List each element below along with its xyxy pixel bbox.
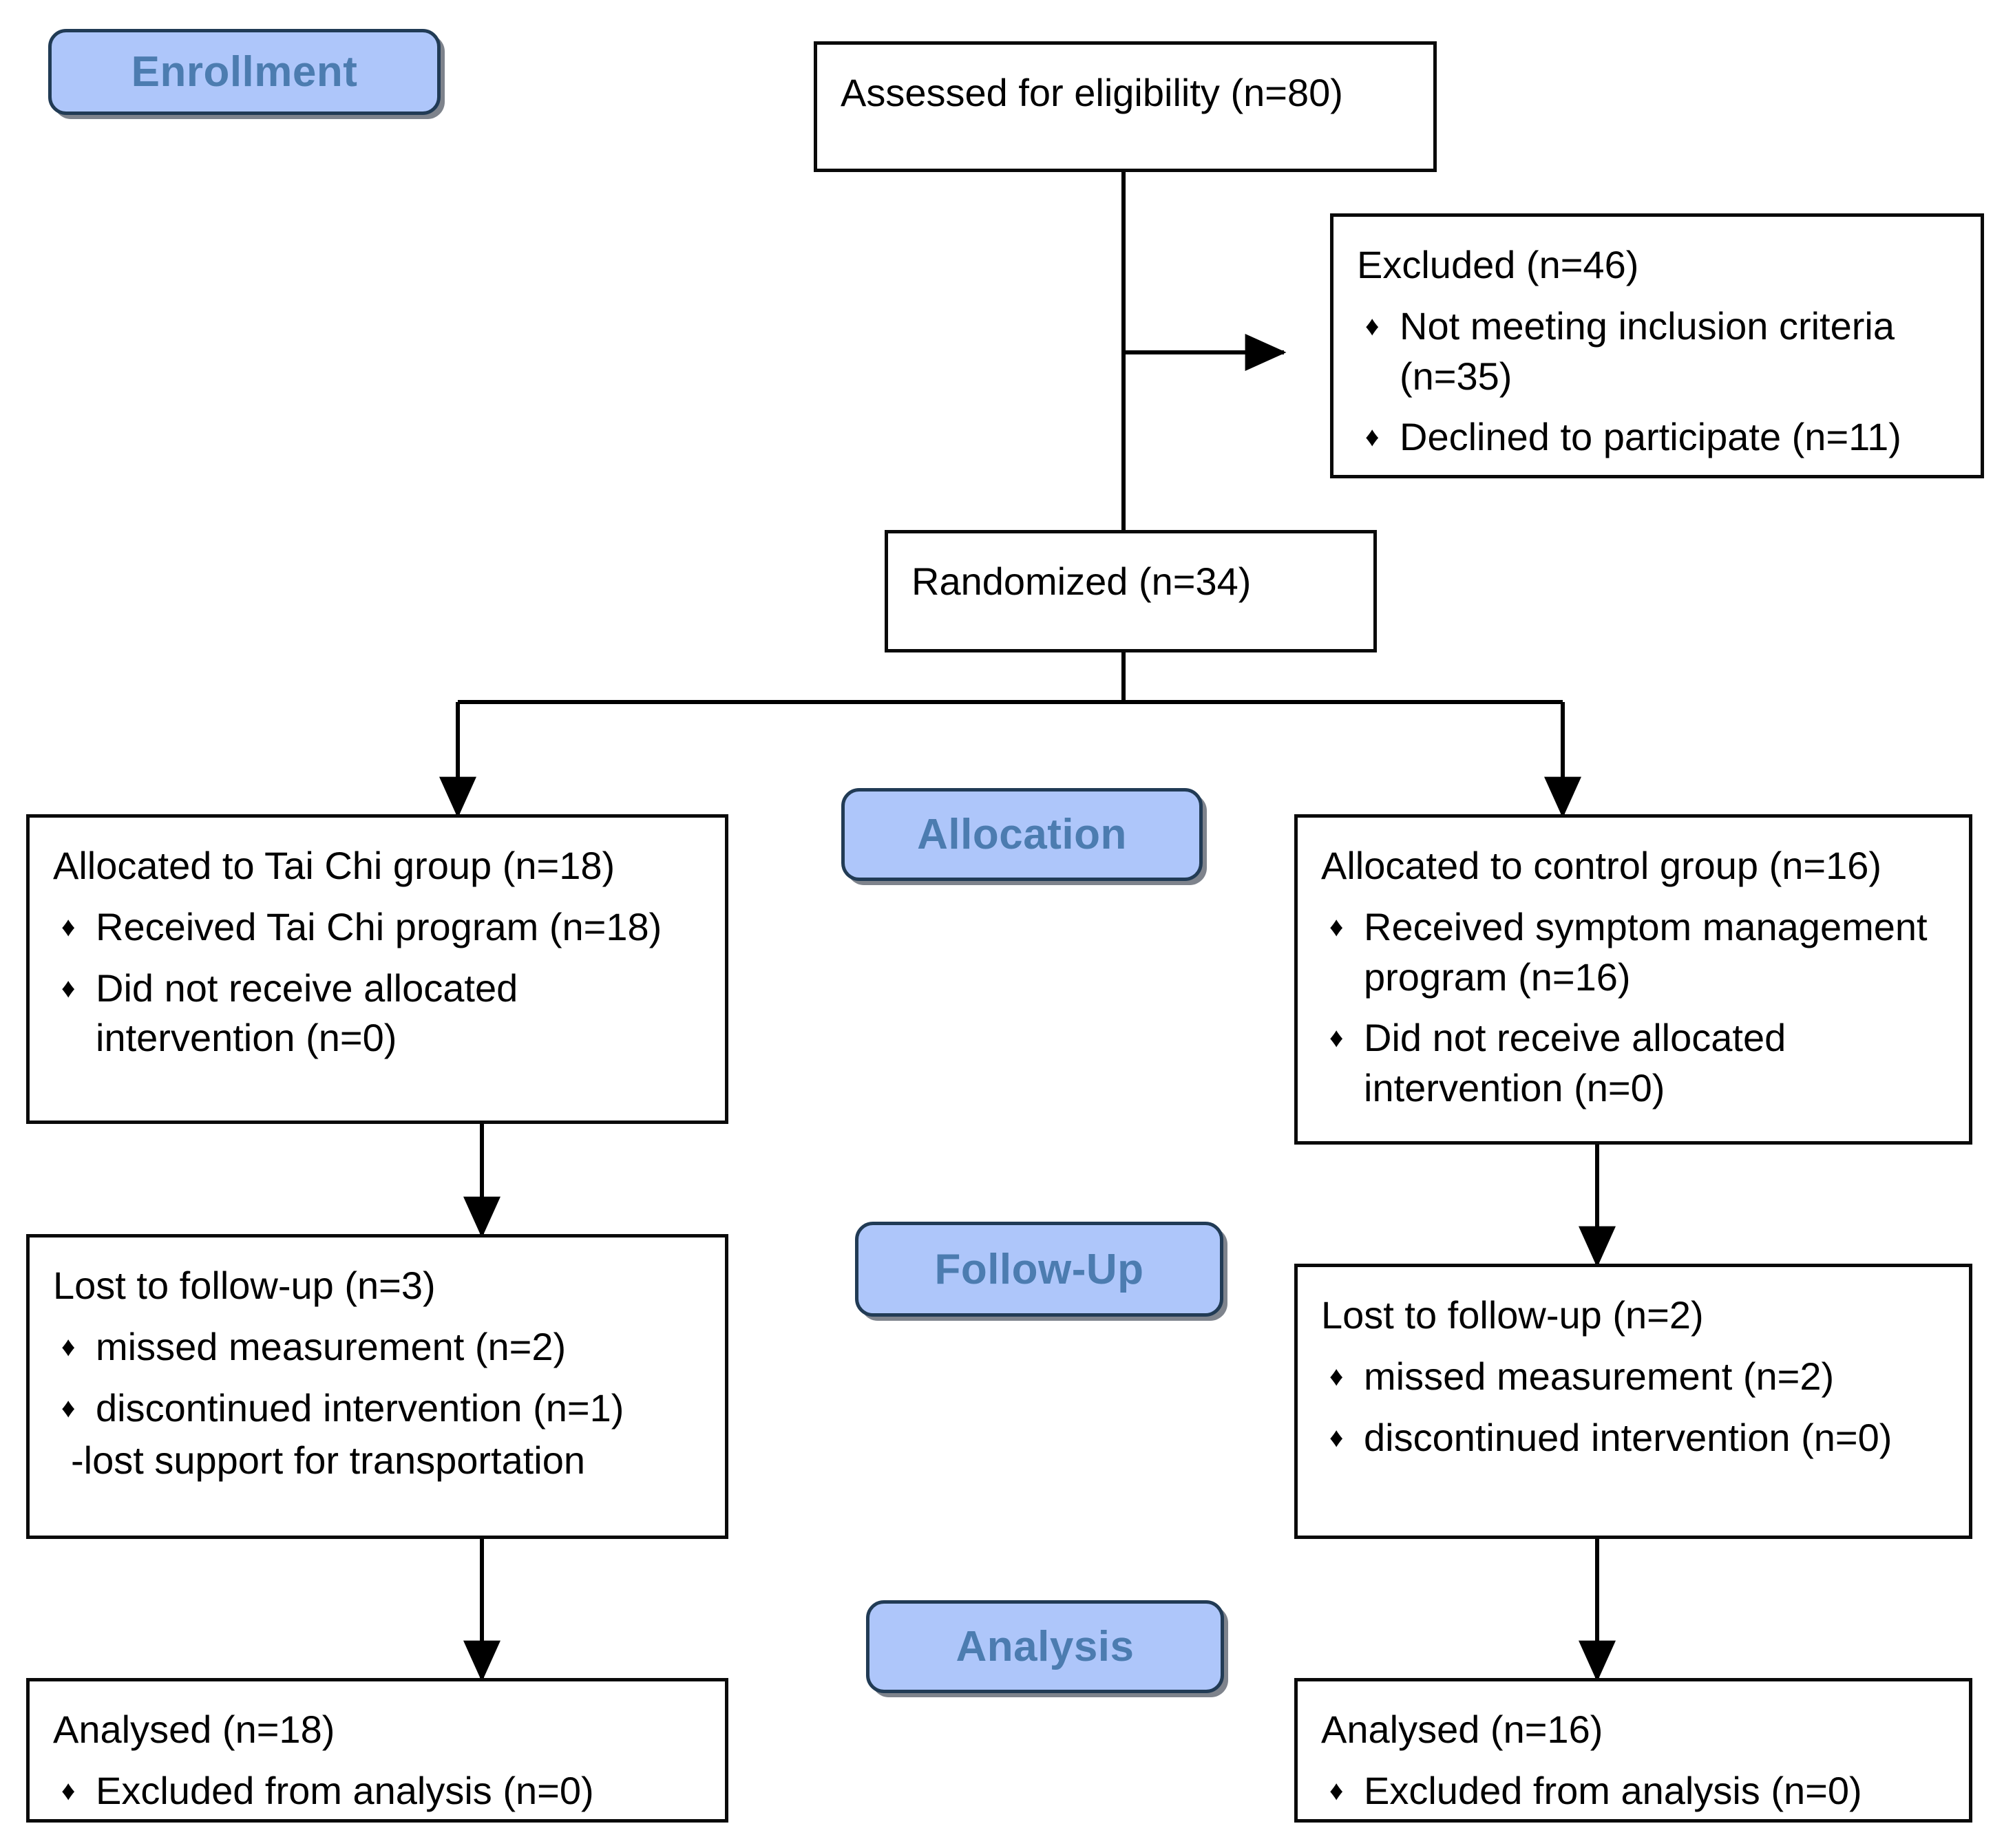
box-lost-followup-control: Lost to follow-up (n=2) ♦ missed measure… [1294,1264,1972,1539]
stage-badge-allocation: Allocation [841,788,1203,881]
diamond-bullet-icon: ♦ [1329,1775,1344,1806]
box-randomized-title: Randomized (n=34) [911,560,1252,603]
diamond-bullet-icon: ♦ [1329,1422,1344,1453]
diamond-bullet-icon: ♦ [61,1775,76,1806]
box-excluded: Excluded (n=46) ♦ Not meeting inclusion … [1330,213,1984,478]
box-allocated-control: Allocated to control group (n=16) ♦ Rece… [1294,814,1972,1145]
diamond-bullet-icon: ♦ [1329,1361,1344,1392]
diamond-bullet-icon: ♦ [1365,310,1380,341]
box-allocated-tai-chi-bullet-list: ♦ Received Tai Chi program (n=18) ♦ Did … [53,902,704,1063]
list-item: ♦ discontinued intervention (n=1) [53,1383,704,1434]
list-item-text: missed measurement (n=2) [1364,1354,1835,1398]
list-item: ♦ Did not receive allocated intervention… [1321,1013,1948,1114]
list-item: ♦ Declined to participate (n=11) [1357,412,1960,463]
box-allocated-control-title: Allocated to control group (n=16) [1321,844,1882,887]
box-excluded-bullet-list: ♦ Not meeting inclusion criteria (n=35) … [1357,301,1960,463]
box-analysed-tai-chi-bullet-list: ♦ Excluded from analysis (n=0) [53,1766,704,1816]
list-item-text: Not meeting inclusion criteria (n=35) [1400,304,1895,398]
box-lost-followup-control-title: Lost to follow-up (n=2) [1321,1293,1704,1337]
box-lost-followup-tai-chi-note: -lost support for transportation [71,1438,586,1483]
box-assessed-title: Assessed for eligibility (n=80) [841,71,1343,114]
diamond-bullet-icon: ♦ [61,911,76,942]
list-item-text: Did not receive allocated intervention (… [96,966,518,1060]
list-item-text: Declined to participate (n=11) [1400,415,1901,459]
list-item-text: discontinued intervention (n=1) [96,1385,624,1430]
list-item: ♦ Did not receive allocated intervention… [53,964,704,1064]
list-item-text: Did not receive allocated intervention (… [1364,1016,1786,1110]
box-excluded-title: Excluded (n=46) [1357,243,1639,286]
box-assessed-for-eligibility: Assessed for eligibility (n=80) [814,41,1437,172]
diamond-bullet-icon: ♦ [61,973,76,1003]
box-lost-followup-tai-chi: Lost to follow-up (n=3) ♦ missed measure… [26,1234,728,1539]
list-item-text: Excluded from analysis (n=0) [96,1768,594,1812]
diamond-bullet-icon: ♦ [1329,1023,1344,1054]
list-item-text: Excluded from analysis (n=0) [1364,1768,1862,1812]
box-allocated-tai-chi: Allocated to Tai Chi group (n=18) ♦ Rece… [26,814,728,1124]
list-item-text: discontinued intervention (n=0) [1364,1415,1892,1459]
list-item: ♦ missed measurement (n=2) [53,1322,704,1372]
list-item-text: Received Tai Chi program (n=18) [96,904,662,948]
box-randomized: Randomized (n=34) [885,530,1377,652]
list-item: ♦ Excluded from analysis (n=0) [1321,1766,1948,1816]
list-item: ♦ Not meeting inclusion criteria (n=35) [1357,301,1960,402]
stage-label-followup: Follow-Up [934,1245,1144,1293]
box-lost-followup-tai-chi-title: Lost to follow-up (n=3) [53,1264,436,1307]
box-analysed-tai-chi: Analysed (n=18) ♦ Excluded from analysis… [26,1678,728,1823]
stage-label-enrollment: Enrollment [131,48,358,96]
list-item-text: Received symptom management program (n=1… [1364,904,1928,999]
box-analysed-control-title: Analysed (n=16) [1321,1708,1603,1751]
box-allocated-control-bullet-list: ♦ Received symptom management program (n… [1321,902,1948,1114]
box-analysed-tai-chi-title: Analysed (n=18) [53,1708,335,1751]
box-lost-followup-tai-chi-bullet-list: ♦ missed measurement (n=2) ♦ discontinue… [53,1322,704,1434]
diamond-bullet-icon: ♦ [1365,422,1380,453]
list-item: ♦ Received Tai Chi program (n=18) [53,902,704,953]
diamond-bullet-icon: ♦ [61,1392,76,1423]
box-analysed-control: Analysed (n=16) ♦ Excluded from analysis… [1294,1678,1972,1823]
box-analysed-control-bullet-list: ♦ Excluded from analysis (n=0) [1321,1766,1948,1816]
diamond-bullet-icon: ♦ [61,1331,76,1362]
box-lost-followup-control-bullet-list: ♦ missed measurement (n=2) ♦ discontinue… [1321,1352,1948,1463]
box-allocated-tai-chi-title: Allocated to Tai Chi group (n=18) [53,844,615,887]
list-item-text: missed measurement (n=2) [96,1324,567,1368]
diamond-bullet-icon: ♦ [1329,911,1344,942]
stage-badge-enrollment: Enrollment [48,29,441,115]
list-item: ♦ Received symptom management program (n… [1321,902,1948,1003]
stage-label-analysis: Analysis [956,1623,1135,1670]
list-item: ♦ missed measurement (n=2) [1321,1352,1948,1402]
stage-badge-followup: Follow-Up [855,1222,1223,1317]
stage-badge-analysis: Analysis [866,1600,1224,1693]
list-item: ♦ Excluded from analysis (n=0) [53,1766,704,1816]
stage-label-allocation: Allocation [917,811,1127,858]
list-item: ♦ discontinued intervention (n=0) [1321,1413,1948,1463]
